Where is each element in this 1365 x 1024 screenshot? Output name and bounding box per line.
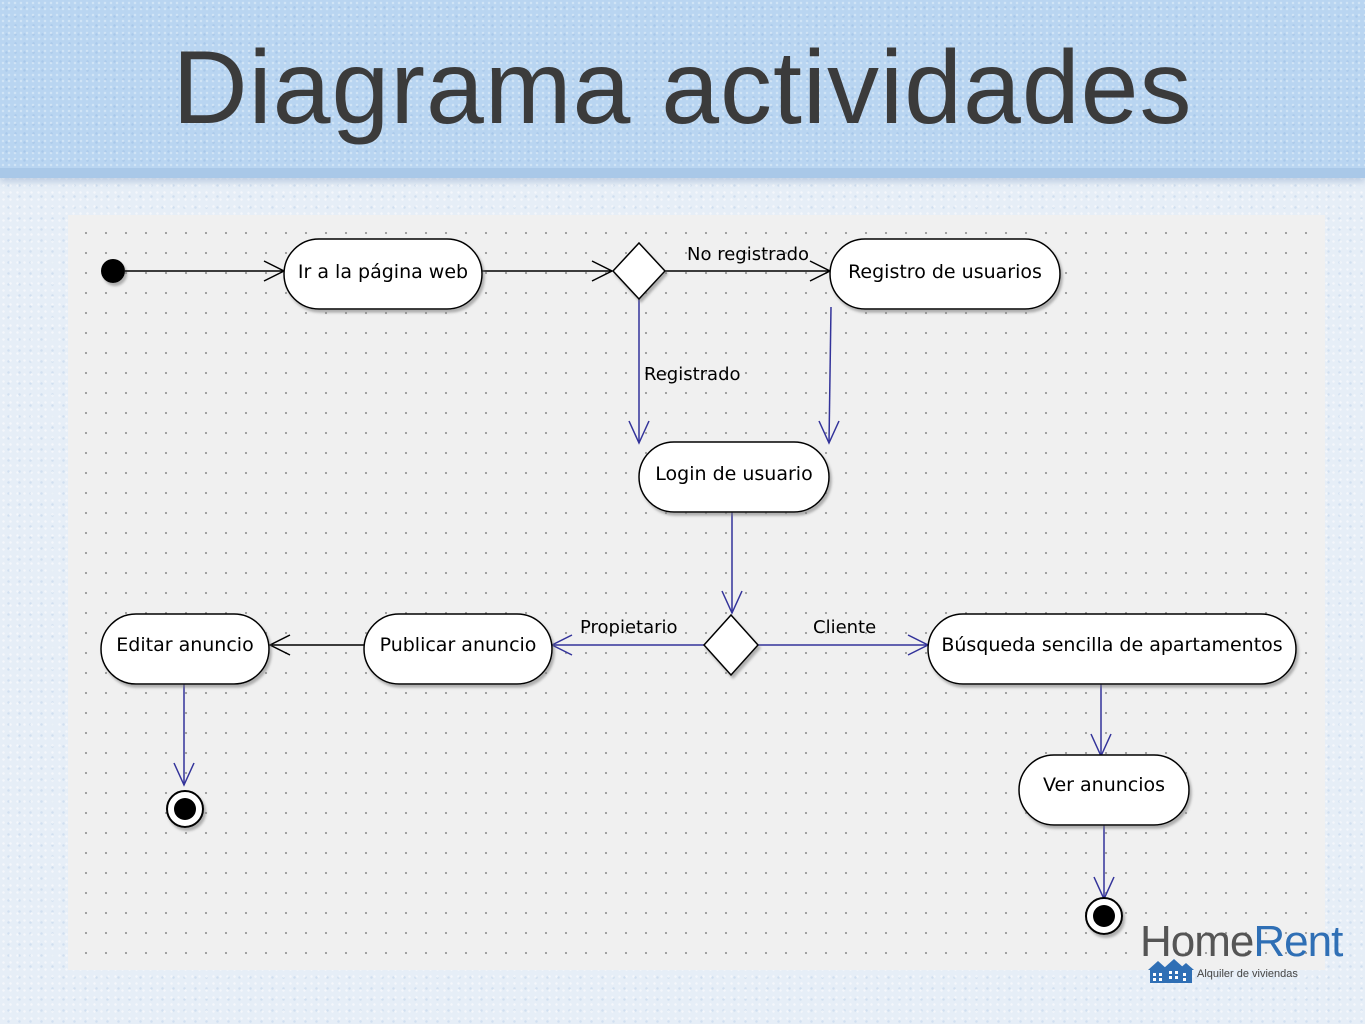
activity-registro-label: Registro de usuarios: [848, 261, 1042, 283]
activity-busqueda: Búsqueda sencilla de apartamentos: [927, 613, 1297, 685]
edge-cliente: [758, 634, 930, 656]
decision-registered: [611, 241, 667, 301]
slide-title: Diagrama actividades: [172, 30, 1193, 146]
edge-busqueda-to-ver: [1090, 681, 1112, 758]
activity-publicar-label: Publicar anuncio: [380, 634, 537, 656]
activity-diagram: Ir a la página web Registro de usuarios …: [100, 238, 1297, 935]
logo-rent-text: Rent: [1253, 917, 1343, 966]
logo-home-text: Home: [1140, 917, 1254, 966]
edge-propietario: [550, 634, 704, 656]
activity-editar-label: Editar anuncio: [116, 634, 253, 656]
edge-publicar-to-editar: [268, 634, 364, 656]
activity-editar: Editar anuncio: [100, 613, 270, 685]
activity-registro: Registro de usuarios: [829, 238, 1061, 310]
edge-ver-to-end: [1093, 823, 1115, 901]
edge-start-to-web: [125, 260, 286, 282]
logo-subtitle: Alquiler de viviendas: [1197, 968, 1298, 980]
homerent-logo: HomeRent Alquiler de viviendas: [1140, 917, 1343, 988]
activity-ver-label: Ver anuncios: [1043, 774, 1165, 796]
slide-header: Diagrama actividades: [0, 0, 1365, 178]
activity-login: Login de usuario: [638, 441, 830, 513]
label-cliente: Cliente: [813, 617, 876, 638]
final-node-owner: [166, 790, 204, 828]
diagram-canvas: Ir a la página web Registro de usuarios …: [68, 215, 1325, 970]
edge-editar-to-end: [173, 683, 195, 787]
initial-node: [101, 259, 125, 283]
edge-login-to-decision: [721, 509, 743, 615]
activity-ir-web-label: Ir a la página web: [298, 261, 468, 283]
activity-ver: Ver anuncios: [1018, 754, 1190, 826]
edge-registro-to-login: [818, 306, 840, 445]
edge-web-to-decision: [482, 260, 614, 282]
label-no-registrado: No registrado: [687, 244, 809, 265]
decision-role: [702, 613, 760, 677]
activity-ir-web: Ir a la página web: [283, 238, 483, 310]
houses-icon: [1148, 959, 1194, 983]
label-propietario: Propietario: [580, 617, 678, 638]
activity-login-label: Login de usuario: [655, 463, 812, 485]
final-node-client: [1085, 897, 1123, 935]
activity-publicar: Publicar anuncio: [363, 613, 553, 685]
activity-busqueda-label: Búsqueda sencilla de apartamentos: [941, 634, 1282, 656]
edge-registrado: [628, 299, 650, 445]
label-registrado: Registrado: [644, 364, 741, 385]
